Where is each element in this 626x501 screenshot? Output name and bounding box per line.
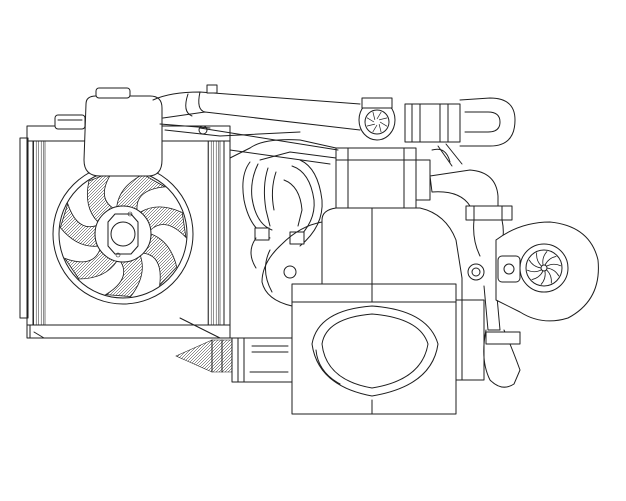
fan-hub-center — [110, 221, 136, 247]
impeller-nut — [540, 264, 548, 272]
throttle-vane — [366, 117, 375, 123]
alternator — [175, 337, 293, 383]
radiator-left-core-fins — [32, 140, 46, 326]
air-filter-cone — [175, 339, 233, 373]
pan-side-plate — [455, 299, 485, 381]
impeller-vane — [544, 255, 557, 266]
hose-a-inner — [251, 163, 273, 231]
coolant-reservoir — [54, 87, 163, 177]
radiator-cap — [54, 114, 86, 130]
impeller-vane — [540, 270, 546, 285]
wastegate-actuator — [467, 263, 485, 281]
turbocharger — [495, 221, 599, 322]
impeller-vane — [542, 251, 548, 266]
throttle-vane — [372, 111, 376, 120]
impeller-vane — [546, 263, 562, 267]
fan-blade — [142, 233, 178, 287]
impeller-vane — [528, 259, 542, 269]
impeller-vane — [526, 269, 542, 273]
throttle-bore — [364, 109, 390, 135]
impeller-vane — [531, 270, 544, 281]
intake-coupler — [404, 103, 461, 143]
flywheel-housing-inner — [321, 313, 429, 389]
hose-clamp-left — [254, 227, 270, 241]
plenum-box — [335, 147, 417, 217]
engine-block — [250, 207, 463, 307]
downpipe-flange — [485, 331, 521, 345]
throttle-vane — [366, 123, 375, 127]
reservoir-body — [83, 95, 163, 177]
throttle-vane — [378, 124, 382, 133]
throttle-vane — [379, 117, 388, 121]
throttle-vane — [379, 121, 388, 127]
alternator-body — [231, 337, 293, 383]
hose-b-inner — [291, 165, 315, 241]
hose-clamp-right — [289, 231, 305, 245]
radiator-side-tank — [19, 137, 29, 319]
throttle-mount-plate — [361, 97, 393, 109]
coolant-hoses — [242, 159, 323, 247]
fan-blade — [139, 206, 187, 239]
plenum-side-plate — [415, 159, 431, 201]
charge-pipe-elbow — [429, 169, 499, 207]
radiator-right-core-fins — [207, 140, 221, 326]
throttle-assembly — [358, 97, 516, 147]
turbo-center-section — [497, 255, 521, 283]
impeller-vane — [546, 269, 552, 284]
compressor-impeller — [526, 251, 562, 285]
radiator — [19, 125, 301, 339]
upper-intake-pipe — [152, 84, 361, 137]
oil-pan — [291, 283, 485, 415]
intake-manifold — [229, 139, 431, 217]
block-left-cover — [261, 221, 323, 307]
throttle-vane — [372, 124, 378, 133]
radiator-lower-rail — [29, 324, 301, 339]
intake-u-bend-inner — [464, 111, 501, 133]
intake-pipe-top-edge — [152, 91, 361, 105]
intake-pipe-bottom-edge — [162, 111, 361, 131]
reservoir-cap — [95, 87, 131, 99]
impeller-vane — [546, 267, 560, 277]
hose-b-outer — [299, 159, 323, 247]
intake-u-bend-outer — [459, 97, 516, 147]
turbo-compressor-housing — [495, 221, 599, 322]
fan-blade — [104, 255, 143, 297]
throttle-vane — [376, 111, 382, 120]
fan-blade — [59, 202, 99, 247]
flywheel-housing-outer — [311, 305, 439, 397]
charge-pipe-flange — [465, 205, 513, 221]
compressor-inlet-inner — [525, 249, 563, 287]
fan-blade — [116, 173, 167, 211]
fan-blades — [59, 171, 187, 297]
throttle-bore-vanes — [366, 111, 388, 133]
fan-blade — [63, 249, 118, 280]
pipe-sensor — [206, 84, 218, 94]
turbo-plumbing — [429, 143, 521, 388]
impeller-vane — [536, 252, 542, 267]
linkage — [198, 125, 339, 165]
cooling-fan — [52, 163, 194, 305]
engine-block-upper — [321, 207, 463, 301]
